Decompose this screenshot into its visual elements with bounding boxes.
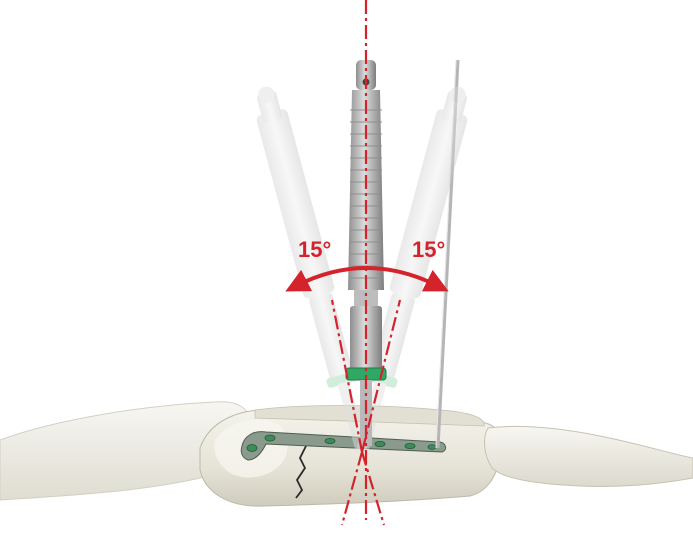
- plate-hole: [247, 445, 257, 452]
- ghost-handle: [255, 108, 335, 300]
- right-angle-label: 15°: [412, 237, 445, 262]
- left-angle-label: 15°: [298, 237, 331, 262]
- plate-hole: [265, 435, 275, 441]
- plate-hole: [375, 441, 385, 446]
- distal-phalanx: [485, 426, 693, 486]
- plate-hole: [405, 443, 415, 448]
- plate-hole: [325, 438, 335, 443]
- plate-hole: [428, 445, 436, 450]
- bone-group: [0, 402, 693, 506]
